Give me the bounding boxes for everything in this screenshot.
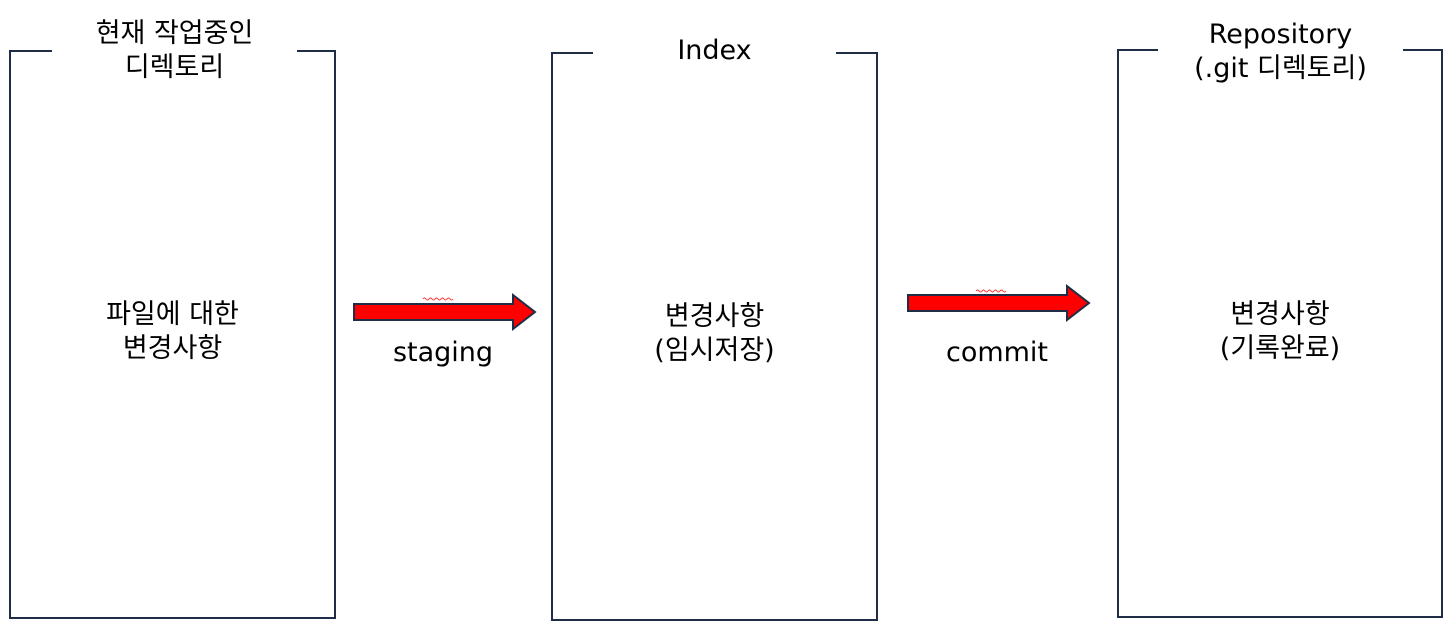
repository-title: Repository (.git 디렉토리) xyxy=(1158,18,1403,86)
working-directory-box xyxy=(9,50,336,619)
index-title: Index xyxy=(593,34,836,68)
repository-content: 변경사항 (기록완료) xyxy=(1219,299,1341,364)
index-box xyxy=(551,52,878,621)
index-content: 변경사항 (임시저장) xyxy=(654,301,775,366)
working-directory-title: 현재 작업중인 디렉토리 xyxy=(52,17,297,85)
working-directory-content: 파일에 대한 변경사항 xyxy=(106,299,239,364)
commit-label: commit xyxy=(945,337,1049,368)
staging-arrow xyxy=(353,292,537,332)
repository-box xyxy=(1117,49,1443,618)
staging-label: staging xyxy=(392,337,494,368)
commit-arrow xyxy=(907,283,1091,323)
